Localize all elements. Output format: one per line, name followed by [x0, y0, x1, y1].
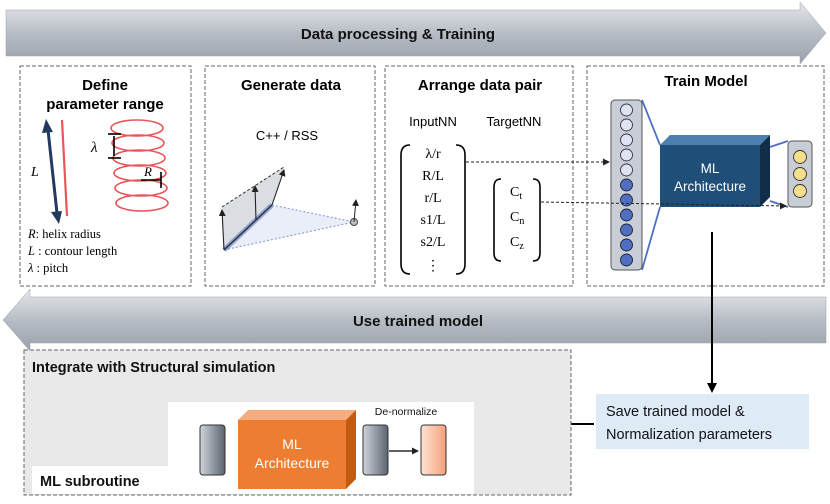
- top-banner-arrow: Data processing & Training: [5, 1, 827, 65]
- input-item: s2/L: [421, 235, 446, 250]
- output-neuron: [793, 167, 807, 181]
- geometry-sketch-icon: [218, 166, 359, 252]
- input-item: ⋮: [426, 259, 440, 274]
- subroutine-ml-line1: ML: [282, 436, 302, 452]
- panel-generate-data: Generate data C++ / RSS: [204, 65, 376, 287]
- input-item: λ/r: [425, 147, 441, 162]
- output-neuron: [793, 150, 807, 164]
- ml-subroutine-label-box: [32, 466, 168, 494]
- bottom-banner-label: Use trained model: [353, 313, 483, 330]
- output-block: [362, 424, 389, 476]
- input-header: InputNN: [409, 114, 457, 129]
- input-vector: λ/r R/L r/L s1/L s2/L ⋮: [421, 147, 446, 274]
- panel-define-parameter-range: Define parameter range L λ: [19, 65, 192, 287]
- panel1-title-line1: Define: [82, 77, 128, 94]
- input-neuron: [620, 163, 633, 177]
- top-banner-label: Data processing & Training: [301, 26, 495, 43]
- input-bracket-left: [400, 144, 411, 275]
- ml-box-line1: ML: [701, 161, 720, 176]
- save-model-box: Save trained model & Normalization param…: [596, 394, 809, 449]
- ml-box-line2: Architecture: [674, 179, 746, 194]
- target-header: TargetNN: [487, 114, 542, 129]
- denormalize-label: De-normalize: [375, 406, 438, 418]
- input-neuron: [620, 208, 633, 222]
- panel-train-model: Train Model ML: [586, 65, 825, 287]
- target-item: Cn: [510, 210, 524, 227]
- input-neuron: [620, 193, 633, 207]
- input-neuron: [620, 133, 633, 147]
- input-neuron: [620, 253, 633, 267]
- ml-subroutine-label: ML subroutine: [40, 474, 140, 490]
- panel2-title: Generate data: [241, 77, 342, 94]
- pitch-marker-icon: [108, 133, 121, 159]
- input-layer: [610, 99, 643, 271]
- input-item: R/L: [422, 169, 444, 184]
- input-bracket-right: [455, 144, 466, 275]
- label-lambda: λ: [90, 140, 98, 156]
- target-bracket-right: [532, 178, 541, 262]
- input-neuron: [620, 238, 633, 252]
- input-neuron: [620, 118, 633, 132]
- legend-row-length: L : contour length: [27, 244, 118, 258]
- panel4-title: Train Model: [664, 73, 747, 90]
- legend-row-pitch: λ : pitch: [27, 261, 69, 275]
- subroutine-ml-architecture-block: ML Architecture: [238, 410, 356, 489]
- input-neuron: [620, 178, 633, 192]
- denormalized-output-block: [420, 424, 447, 476]
- label-R: R: [143, 164, 152, 179]
- panel1-title-line2: parameter range: [46, 96, 164, 113]
- straight-filament-icon: [60, 119, 69, 217]
- save-box-line2: Normalization parameters: [606, 427, 772, 443]
- target-bracket-left: [493, 178, 502, 262]
- save-box-line1: Save trained model &: [606, 404, 745, 420]
- legend-row-radius: R: helix radius: [27, 227, 101, 241]
- panel2-subtitle: C++ / RSS: [256, 128, 318, 143]
- integrate-panel: Integrate with Structural simulation ML …: [23, 349, 572, 496]
- bottom-banner-arrow: Use trained model: [2, 288, 827, 352]
- target-item: Cz: [510, 235, 524, 252]
- target-item: Ct: [510, 185, 522, 202]
- ml-architecture-block: ML Architecture: [660, 135, 770, 207]
- output-layer: [787, 140, 813, 208]
- panel3-title: Arrange data pair: [418, 77, 542, 94]
- length-double-arrow-icon: [42, 119, 62, 224]
- label-L: L: [30, 165, 39, 180]
- integrate-title: Integrate with Structural simulation: [32, 360, 275, 376]
- target-to-output-arrow: [540, 201, 787, 210]
- subroutine-ml-line2: Architecture: [255, 455, 330, 471]
- input-neuron: [620, 148, 633, 162]
- input-normalize-block: [199, 424, 226, 476]
- input-item: s1/L: [421, 213, 446, 228]
- radius-marker-icon: [141, 172, 162, 188]
- input-neuron: [620, 103, 633, 117]
- output-neuron: [793, 184, 807, 198]
- panel-arrange-data-pair: Arrange data pair InputNN TargetNN λ/r R…: [384, 65, 574, 287]
- input-item: r/L: [424, 191, 441, 206]
- input-neuron: [620, 223, 633, 237]
- target-vector: Ct Cn Cz: [510, 185, 524, 252]
